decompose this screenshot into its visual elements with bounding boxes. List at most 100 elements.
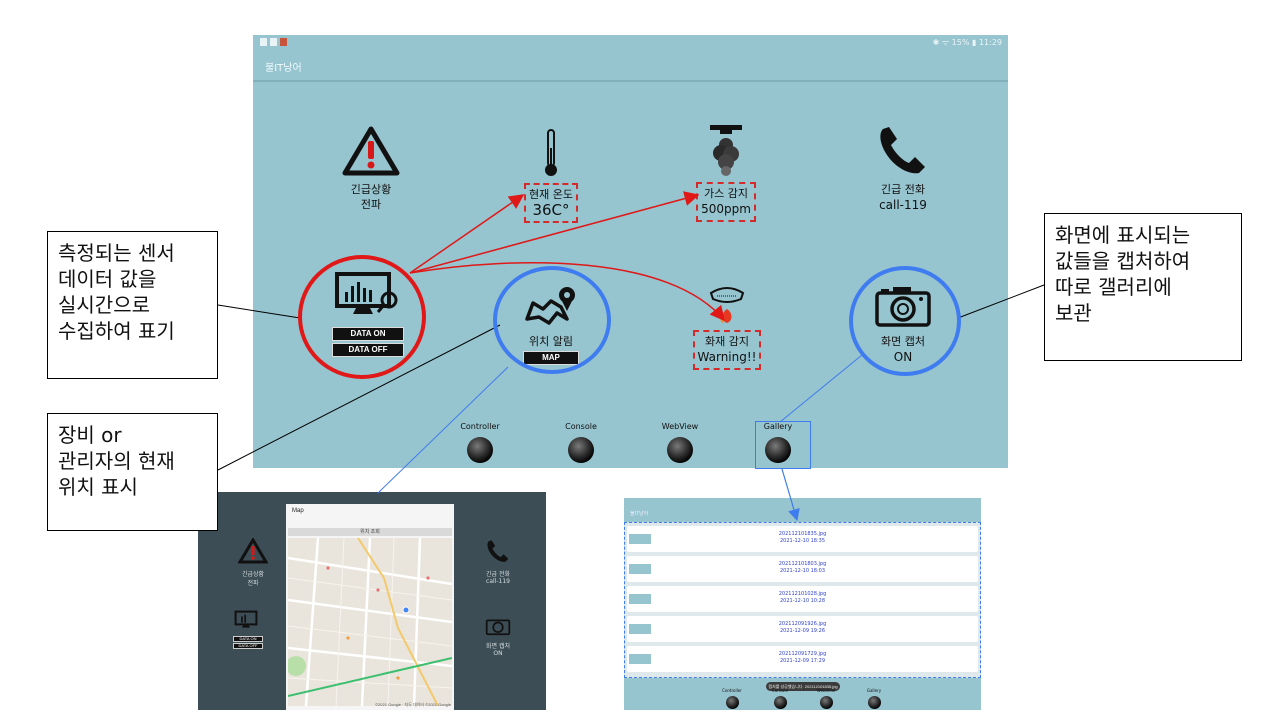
map-search-bar[interactable]: 위치 조회 [288, 528, 452, 536]
gallery-file-date: 2021-12-10 10:28 [779, 598, 826, 604]
gallery-file-name: 202112091926.jpg [778, 621, 827, 627]
fire-tile: 화재 감지 Warning!! [691, 285, 763, 370]
status-icons [260, 38, 287, 46]
gallery-app-title: 불IT낭어 [630, 511, 649, 517]
gallery-highlight-box [755, 421, 811, 469]
warning-icon [237, 537, 269, 564]
map-attribution: ©2021 Google · 지도 데이터 ©2021 Google [375, 702, 451, 707]
gallery-row[interactable]: 202112101028.jpg 2021-12-10 10:28 [627, 586, 978, 612]
warning-icon [342, 126, 400, 176]
map-screenshot: 긴급상황 전파 DATA ON DATA OFF 긴급 전화 call-119 … [198, 492, 546, 710]
gallery-file-date: 2021-12-10 18:35 [779, 538, 826, 544]
monitor-chart-icon [234, 610, 258, 628]
dark-call-label: 긴급 전화 call-119 [486, 571, 510, 585]
gallery-row[interactable]: 202112101835.jpg 2021-12-10 18:35 [627, 526, 978, 552]
sensor-data-note: 측정되는 센서 데이터 값을 실시간으로 수집하여 표기 [47, 231, 218, 379]
gas-box: 가스 감지 500ppm [696, 182, 756, 222]
gallery-file-date: 2021-12-09 19:26 [779, 628, 826, 634]
gas-label: 가스 감지 [704, 187, 748, 200]
dark-emergency-tile: 긴급상황 전파 [236, 537, 270, 587]
gallery-list: 202112101835.jpg 2021-12-10 18:35 202112… [624, 522, 981, 678]
gallery-file-name: 202112091729.jpg [778, 651, 827, 657]
nav-label: WebView [816, 688, 836, 693]
knob-icon [867, 696, 881, 709]
dark-capture-tile: 화면 캡처 ON [478, 616, 518, 657]
temperature-tile: 현재 온도 36C° [518, 128, 584, 223]
nav-label: Gallery [866, 688, 882, 693]
data-highlight-ring [298, 255, 426, 379]
nav-gallery-label: Gallery [763, 422, 793, 431]
thumbnail-image [629, 654, 651, 664]
gallery-row[interactable]: 202112091729.jpg 2021-12-09 17:29 [627, 646, 978, 672]
gallery-nav-webview[interactable]: WebView [806, 688, 846, 709]
fire-value: Warning!! [697, 350, 757, 364]
emergency-tile[interactable]: 긴급상황 전파 [339, 125, 403, 212]
dark-capture-label: 화면 캡처 ON [486, 643, 510, 657]
gallery-row[interactable]: 202112091926.jpg 2021-12-09 19:26 [627, 616, 978, 642]
console-knob-icon [568, 437, 594, 463]
gas-tile: 가스 감지 500ppm [696, 125, 756, 222]
gallery-file-date: 2021-12-09 17:29 [779, 658, 826, 664]
thumbnail-image [629, 594, 651, 604]
temperature-value: 36C° [532, 201, 570, 219]
status-indicators: ✱ ᯤ 15% ▮ 11:29 [932, 38, 1002, 47]
nav-webview-label: WebView [661, 422, 699, 431]
title-divider [253, 80, 1008, 82]
gallery-nav-gallery[interactable]: Gallery [854, 688, 894, 709]
fire-detector-icon [709, 287, 745, 323]
street-map [288, 538, 452, 706]
gallery-nav-console[interactable]: Console [760, 688, 800, 709]
phone-icon [880, 127, 925, 174]
thermometer-icon [545, 129, 557, 176]
map-view[interactable] [288, 538, 452, 706]
knob-icon [725, 696, 739, 709]
dark-emergency-label: 긴급상황 전파 [241, 571, 265, 587]
capture-note: 화면에 표시되는 값들을 캡처하여 따로 갤러리에 보관 [1044, 213, 1242, 361]
capture-highlight-ring [849, 266, 961, 376]
status-bar: ✱ ᯤ 15% ▮ 11:29 [253, 35, 1008, 49]
emergency-label-1: 긴급상황 [350, 183, 392, 196]
gallery-screenshot: 불IT낭어 202112101835.jpg 2021-12-10 18:35 … [624, 498, 981, 710]
temperature-box: 현재 온도 36C° [524, 183, 578, 223]
nav-controller-label: Controller [460, 422, 500, 431]
gallery-row[interactable]: 202112101803.jpg 2021-12-10 18:03 [627, 556, 978, 582]
capture-toast: 캡처를 성공했습니다. 202112101835.jpg [766, 682, 840, 691]
gas-value: 500ppm [701, 202, 751, 216]
call-label: 긴급 전화 [881, 183, 925, 196]
phone-icon [487, 540, 509, 562]
dark-data-on-button[interactable]: DATA ON [233, 636, 263, 642]
nav-controller[interactable]: Controller [445, 422, 515, 463]
map-dialog: Map 위치 조회 [286, 504, 454, 710]
controller-knob-icon [467, 437, 493, 463]
smoke-detector-icon [710, 125, 742, 176]
temperature-label: 현재 온도 [529, 188, 573, 201]
thumbnail-image [629, 534, 651, 544]
nav-console[interactable]: Console [546, 422, 616, 463]
app-notification-icon [280, 38, 287, 46]
image-notification-icon [270, 38, 277, 46]
dark-data-tile: DATA ON DATA OFF [228, 610, 268, 650]
camera-icon [485, 619, 511, 636]
webview-knob-icon [667, 437, 693, 463]
nav-console-label: Console [565, 422, 597, 431]
call-value: call-119 [879, 198, 927, 212]
knob-icon [819, 696, 833, 709]
knob-icon [773, 696, 787, 709]
call-tile[interactable]: 긴급 전화 call-119 [865, 123, 941, 214]
nav-webview[interactable]: WebView [645, 422, 715, 463]
dark-data-off-button[interactable]: DATA OFF [233, 643, 263, 649]
dark-call-tile: 긴급 전화 call-119 [478, 538, 518, 585]
gallery-file-name: 202112101028.jpg [778, 591, 827, 597]
app-title: 불IT낭어 [265, 63, 302, 74]
battery-notification-icon [260, 38, 267, 46]
nav-label: Controller [722, 688, 742, 693]
thumbnail-image [629, 564, 651, 574]
map-dialog-title: Map [292, 508, 304, 514]
fire-box: 화재 감지 Warning!! [692, 330, 762, 370]
nav-gallery[interactable]: Gallery [743, 422, 813, 463]
location-highlight-ring [493, 266, 611, 374]
gallery-knob-icon [765, 437, 791, 463]
nav-label: Console [772, 688, 788, 693]
fire-label: 화재 감지 [705, 335, 749, 348]
gallery-nav-controller[interactable]: Controller [712, 688, 752, 709]
